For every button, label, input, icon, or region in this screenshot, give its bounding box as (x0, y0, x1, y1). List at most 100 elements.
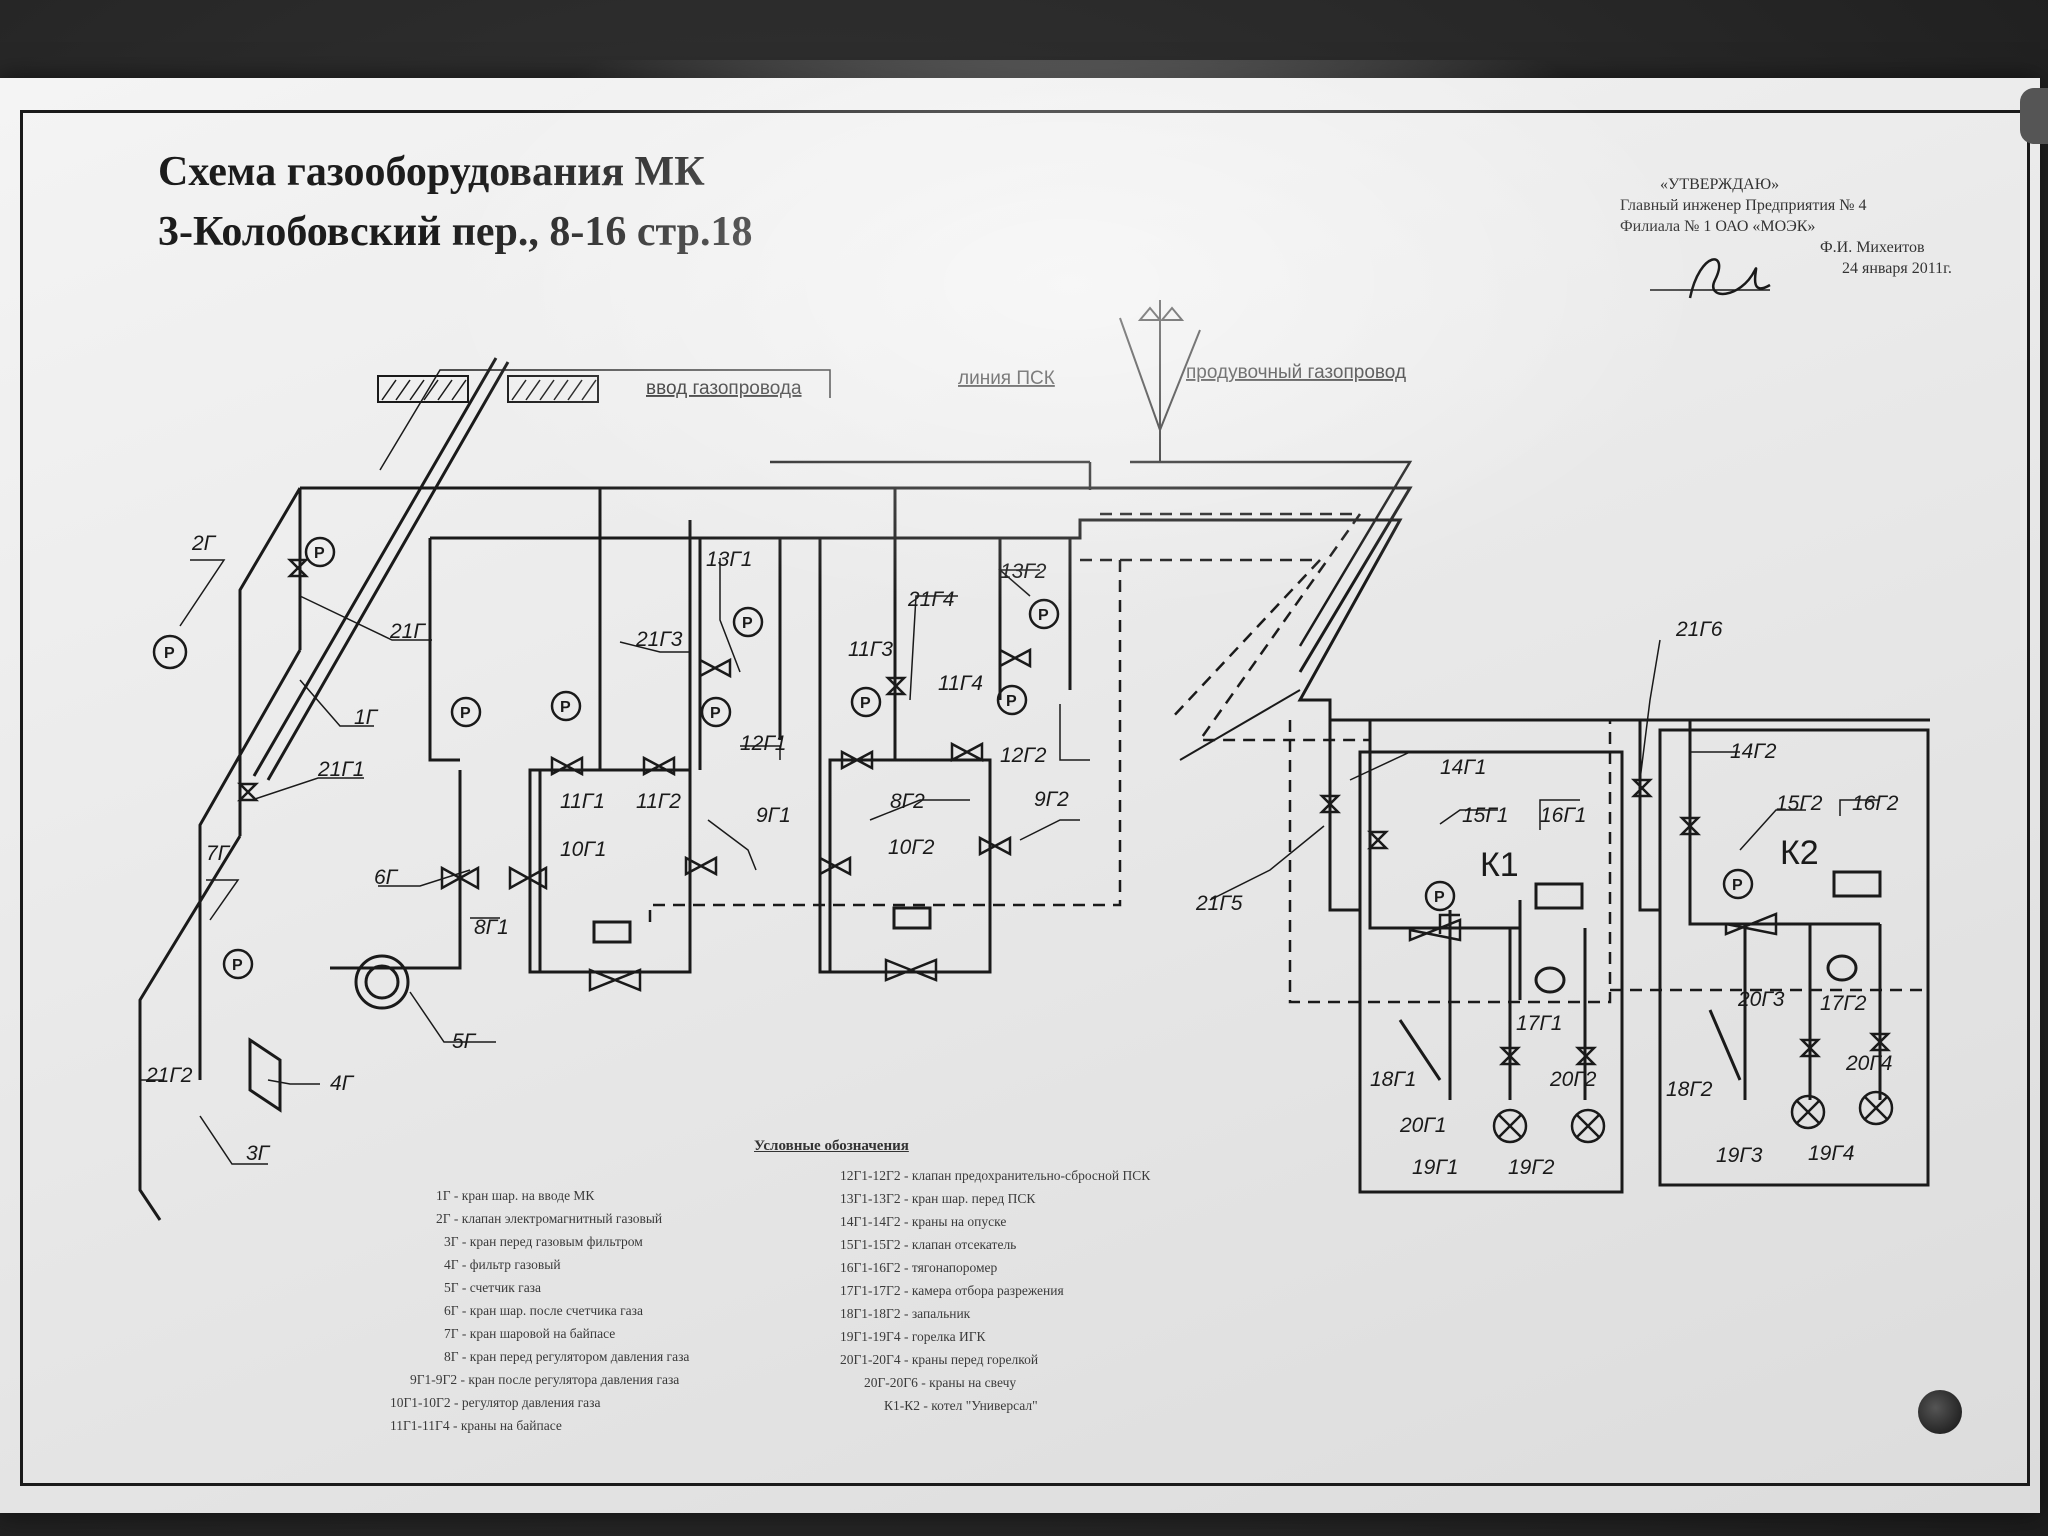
legend-item: 20Г1-20Г4 - краны перед горелкой (840, 1352, 1039, 1367)
legend-item: 2Г - клапан электромагнитный газовый (436, 1211, 663, 1226)
legend-item: 10Г1-10Г2 - регулятор давления газа (390, 1395, 601, 1410)
tag-leaders (140, 558, 1880, 1165)
valve-icon (236, 558, 1892, 1066)
regulator-loop-2 (778, 538, 992, 974)
tag-21g4: 21Г4 (907, 588, 954, 611)
legend-item: 12Г1-12Г2 - клапан предохранительно-сбро… (840, 1168, 1151, 1183)
regulator-10g1-icon (592, 920, 632, 944)
legend-item: 8Г - кран перед регулятором давления газ… (444, 1349, 690, 1364)
tag-19g4: 19Г4 (1808, 1142, 1854, 1165)
tag-20g1: 20Г1 (1399, 1114, 1446, 1137)
branch-1 (428, 538, 460, 762)
tag-5g: 5Г (452, 1030, 477, 1053)
legend-item: 1Г - кран шар. на вводе МК (436, 1188, 595, 1203)
tag-10g1: 10Г1 (560, 838, 606, 861)
tag-11g2: 11Г2 (636, 790, 681, 813)
tag-10g2: 10Г2 (888, 836, 935, 859)
boiler-k1-igniter (1398, 1019, 1442, 1081)
igniter-18g1-icon (1534, 966, 1566, 994)
tag-14g2: 14Г2 (1730, 740, 1777, 763)
tag-20g3: 20Г3 (1737, 988, 1785, 1011)
boiler-k2-frame (1658, 728, 1930, 1187)
tag-14g1: 14Г1 (1440, 756, 1486, 779)
tag-12g2: 12Г2 (1000, 744, 1047, 767)
tag-16g1: 16Г1 (1540, 804, 1586, 827)
tag-21g: 21Г (389, 620, 426, 643)
gauge-letter: P (1434, 889, 1445, 906)
pushpin-icon (1918, 1390, 1962, 1434)
tag-15g1: 15Г1 (1462, 804, 1508, 827)
signature (1688, 258, 1771, 299)
legend-item: 11Г1-11Г4 - краны на байпасе (390, 1418, 562, 1433)
legend-left: 1Г - кран шар. на вводе МК 2Г - клапан э… (390, 1184, 689, 1437)
meter-5g-icon (354, 954, 410, 1010)
component-tags: 2Г 21Г 1Г 21Г1 7Г 6Г 8Г1 5Г 4Г 3Г 21Г2 2… (145, 362, 1899, 1179)
branch-2 (893, 488, 1072, 760)
legend-item: 6Г - кран шар. после счетчика газа (444, 1303, 643, 1318)
legend-item: 7Г - кран шаровой на байпасе (444, 1326, 616, 1341)
legend-item: 3Г - кран перед газовым фильтром (444, 1234, 643, 1249)
draft-gauge-16g1-icon (1534, 882, 1584, 910)
boiler-k1-piping (1328, 720, 1587, 1100)
tag-8g1: 8Г1 (474, 916, 509, 939)
tag-17g2: 17Г2 (1820, 992, 1867, 1015)
legend-title: Условные обозначения (754, 1138, 909, 1154)
tag-9g1: 9Г1 (756, 804, 791, 827)
tag-20g4: 20Г4 (1845, 1052, 1892, 1075)
tag-19g2: 19Г2 (1508, 1156, 1555, 1179)
gauge-letter: P (742, 615, 753, 632)
psk-line (770, 460, 1413, 647)
tag-18g2: 18Г2 (1666, 1078, 1713, 1101)
tag-7g: 7Г (206, 842, 231, 865)
gauge-letter: P (710, 705, 721, 722)
tag-15g2: 15Г2 (1776, 792, 1823, 815)
label-psk: линия ПСК (958, 368, 1055, 389)
gauge-letter: P (860, 695, 871, 712)
legend-right: 12Г1-12Г2 - клапан предохранительно-сбро… (840, 1164, 1150, 1417)
gauge-letter: P (232, 957, 243, 974)
regulator-10g2-icon (892, 906, 932, 930)
boiler-k1-label: К1 (1480, 846, 1519, 884)
legend-item: 18Г1-18Г2 - запальник (840, 1306, 971, 1321)
legend-item: 16Г1-16Г2 - тягонапоромер (840, 1260, 998, 1275)
tag-6g: 6Г (374, 866, 399, 889)
tag-13g2: 13Г2 (1000, 560, 1047, 583)
tag-21g6: 21Г6 (1675, 618, 1723, 641)
tag-21g5: 21Г5 (1195, 892, 1243, 915)
tag-19g3: 19Г3 (1716, 1144, 1763, 1167)
label-purge: продувочный газопровод (1186, 362, 1406, 383)
legend-item: 9Г1-9Г2 - кран после регулятора давления… (410, 1372, 680, 1387)
tag-11g3: 11Г3 (848, 638, 893, 661)
tag-12g1: 12Г1 (740, 732, 786, 755)
tag-16g2: 16Г2 (1852, 792, 1899, 815)
tag-13g1: 13Г1 (706, 548, 752, 571)
legend-item: 19Г1-19Г4 - горелка ИГК (840, 1329, 986, 1344)
tag-8g2: 8Г2 (890, 790, 925, 813)
boiler-k2-piping (1638, 720, 1882, 1100)
boiler-k1-frame (1358, 750, 1624, 1194)
draft-gauge-16g2-icon (1832, 870, 1882, 898)
label-inlet: ввод газопровода (646, 378, 802, 399)
legend-item: 20Г-20Г6 - краны на свечу (864, 1375, 1017, 1390)
approval-line: Ф.И. Михеитов (1820, 239, 1925, 256)
boiler-k2-label: К2 (1780, 834, 1819, 872)
approval-line: 24 января 2011г. (1842, 260, 1952, 277)
tag-11g1: 11Г1 (560, 790, 605, 813)
filter-4g-icon (248, 1037, 282, 1113)
legend-item: 14Г1-14Г2 - краны на опуске (840, 1214, 1007, 1229)
gauge-letter: P (560, 699, 571, 716)
gauge-letter: P (1006, 693, 1017, 710)
legend-item: 13Г1-13Г2 - кран шар. перед ПСК (840, 1191, 1036, 1206)
tag-11g4: 11Г4 (938, 672, 983, 695)
meter-5g-inner-icon (364, 964, 400, 1000)
legend-item: 4Г - фильтр газовый (444, 1257, 561, 1272)
pushpin-icon (2020, 88, 2048, 144)
tag-4g: 4Г (330, 1072, 355, 1095)
legend-item: 5Г - счетчик газа (444, 1280, 542, 1295)
header-bend (1179, 689, 1301, 761)
gauge-letter: P (460, 705, 471, 722)
tag-20g2: 20Г2 (1549, 1068, 1597, 1091)
gauge-letter: P (1732, 877, 1743, 894)
gauge-letter: P (164, 645, 175, 662)
gauge-letter: P (1038, 607, 1049, 624)
